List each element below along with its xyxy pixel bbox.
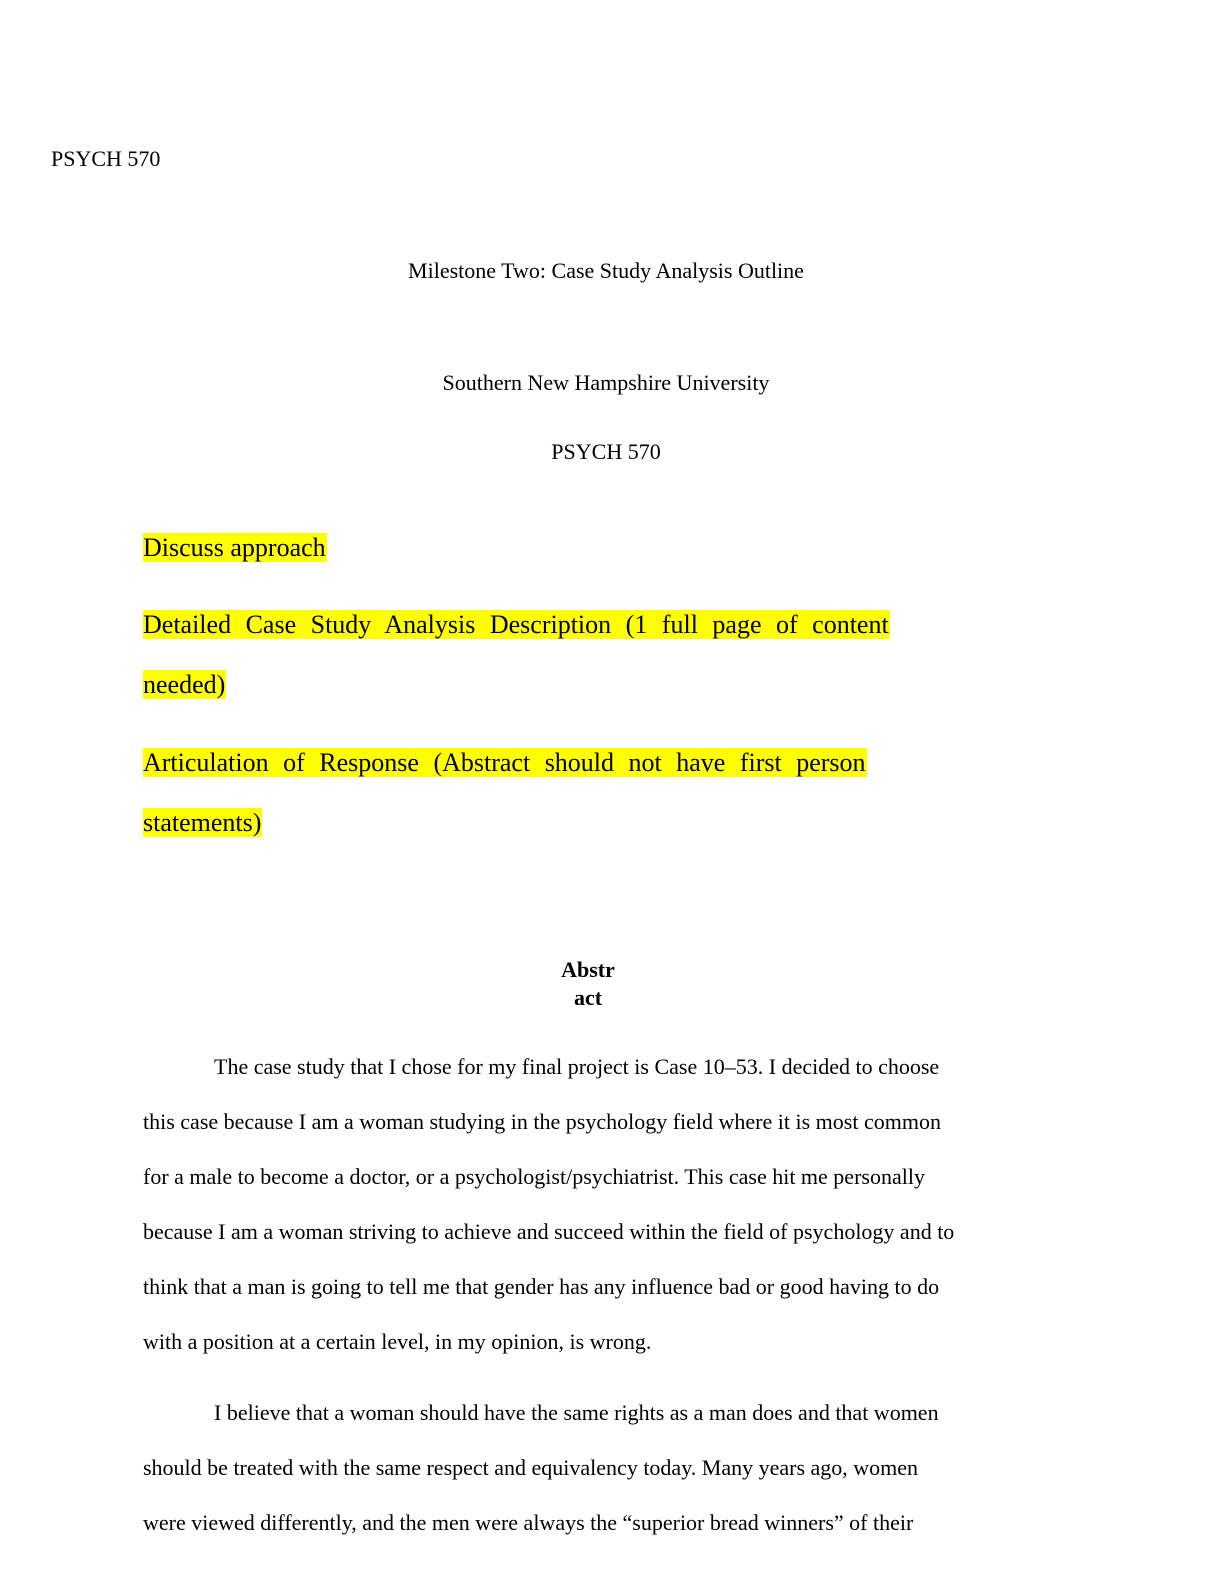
abstract-heading: Abstr act	[540, 956, 636, 1012]
paragraph-2-line-3: were viewed differently, and the men wer…	[143, 1510, 914, 1535]
paragraph-1-line-3: for a male to become a doctor, or a psyc…	[143, 1164, 925, 1189]
abstract-heading-line1: Abstr	[561, 957, 615, 982]
highlighted-note-description-line1: Detailed Case Study Analysis Description…	[143, 608, 890, 641]
highlighted-text: needed)	[143, 670, 227, 699]
highlighted-note-articulation-line2: statements)	[143, 806, 263, 839]
highlighted-text: statements)	[143, 808, 263, 837]
paragraph-1-line-6: with a position at a certain level, in m…	[143, 1329, 652, 1354]
paragraph-1-line-4: because I am a woman striving to achieve…	[143, 1219, 955, 1244]
paragraph-1-line-5: think that a man is going to tell me tha…	[143, 1274, 940, 1299]
paragraph-1-line-1: The case study that I chose for my final…	[214, 1054, 940, 1079]
paragraph-2-line-2: should be treated with the same respect …	[143, 1455, 919, 1480]
highlighted-text: Discuss approach	[143, 533, 327, 562]
highlighted-note-description-line2: needed)	[143, 668, 227, 701]
paragraph-1-line-2: this case because I am a woman studying …	[143, 1109, 941, 1134]
paragraph-2-line-1: I believe that a woman should have the s…	[214, 1400, 939, 1425]
institution-name: Southern New Hampshire University	[442, 370, 770, 395]
highlighted-note-discuss-approach: Discuss approach	[143, 531, 327, 564]
running-header-course: PSYCH 570	[51, 146, 161, 171]
highlighted-note-articulation-line1: Articulation of Response (Abstract shoul…	[143, 746, 867, 779]
abstract-heading-line2: act	[573, 985, 603, 1010]
course-code: PSYCH 570	[551, 439, 661, 464]
highlighted-text: Detailed Case Study Analysis Description…	[143, 610, 890, 639]
document-title: Milestone Two: Case Study Analysis Outli…	[408, 258, 804, 283]
highlighted-text: Articulation of Response (Abstract shoul…	[143, 748, 867, 777]
